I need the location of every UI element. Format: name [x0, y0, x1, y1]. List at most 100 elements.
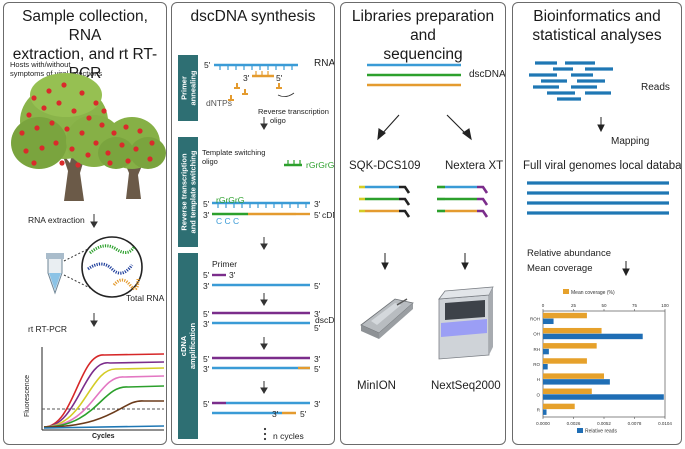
down-arrow-icon [260, 117, 268, 130]
template-switching [212, 160, 310, 216]
pcr-chart [41, 347, 165, 431]
tick-label: 0.0104 [658, 421, 672, 426]
three-prime: 3' [203, 281, 210, 291]
synthesis-diagram [212, 63, 310, 441]
bar-mean-coverage [543, 373, 604, 379]
libraries-diagram [359, 63, 494, 360]
category-label: R [537, 407, 541, 412]
five-prime: 5' [300, 409, 307, 419]
down-arrow-icon [597, 117, 605, 133]
pcr-ylabel: Fluorescence [24, 374, 31, 417]
relative-abundance-label: Relative abundance [527, 248, 611, 259]
cdna-label: cDNA [322, 210, 334, 220]
down-arrow-icon [260, 293, 268, 394]
primer-label: Primer [212, 259, 238, 269]
tick-label: 50 [601, 303, 607, 308]
category-label: RH [534, 347, 541, 352]
panel-libraries: Libraries preparation and sequencing [340, 2, 506, 445]
three-prime: 3' [272, 409, 279, 419]
library-left [359, 185, 411, 218]
database-label: Full viral genomes local database [523, 160, 682, 172]
five-prime: 5' [314, 281, 321, 291]
category-label: H [537, 377, 540, 382]
five-prime: 5' [203, 309, 210, 319]
three-prime: 3' [314, 309, 321, 319]
bioinf-diagram [527, 61, 669, 277]
down-arrow-icon [622, 261, 630, 277]
five-prime: 5' [203, 270, 210, 280]
rna-label: RNA [314, 58, 335, 69]
rgrgrg-inline: rGrGrG [216, 195, 245, 205]
nextseq-device-icon [438, 286, 494, 360]
total-rna-label: Total RNA [126, 293, 165, 303]
five-prime: 5' [314, 323, 321, 333]
title-line: Libraries preparation and [351, 8, 495, 44]
five-prime: 5' [276, 73, 283, 83]
five-prime: 5' [203, 354, 210, 364]
ts-oligo-label: Template switching oligo [202, 148, 265, 166]
n-cycles-label: n cycles [273, 431, 304, 441]
bar-relative-reads [543, 318, 554, 325]
tube-icon [46, 253, 64, 295]
three-prime: 3' [314, 199, 321, 209]
three-prime: 3' [203, 364, 210, 374]
device-right-label: NextSeq2000 [431, 380, 501, 392]
five-prime: 5' [203, 399, 210, 409]
tick-label: 0.0078 [628, 421, 642, 426]
more-dots-icon [263, 427, 267, 441]
ts-oligo-line: Template switching [202, 148, 266, 157]
five-prime: 5' [314, 210, 321, 220]
hosts-line: symptoms of viral infections [10, 69, 103, 78]
bar-mean-coverage [543, 343, 597, 349]
rna-extraction-label: RNA extraction [28, 215, 85, 225]
reads-label: Reads [641, 82, 670, 93]
bar-relative-reads [543, 394, 664, 400]
bar-relative-reads [543, 409, 547, 415]
plot-frame [542, 310, 666, 418]
tick-label: 75 [632, 303, 638, 308]
rt-oligo-line: Reverse transcription [258, 107, 329, 116]
title-line: Bioinformatics and [533, 8, 661, 25]
database-lines [527, 181, 669, 215]
category-label: RO [533, 362, 540, 367]
title-line: Sample collection, RNA [22, 8, 148, 44]
bar-relative-reads [543, 333, 643, 340]
tree-icon [11, 73, 122, 201]
tick-label: 0.0026 [567, 421, 581, 426]
ccc-label: C C C [216, 216, 240, 226]
tick-label: 0 [542, 303, 545, 308]
dscdna-lines [367, 63, 461, 87]
panel-bioinformatics: Bioinformatics and statistical analyses … [512, 2, 682, 445]
legend-label: Relative reads [585, 429, 617, 435]
panel-title: dscDNA synthesis [172, 7, 334, 26]
category-label: ROH [530, 317, 540, 322]
three-prime: 3' [243, 73, 250, 83]
dntps-label: dNTPs [206, 98, 232, 108]
zoom-line [63, 247, 91, 262]
hosts-label: Hosts with/without symptoms of viral inf… [10, 60, 102, 78]
down-arrow-icon [381, 253, 469, 271]
tick-label: 100 [661, 303, 669, 308]
library-right [437, 185, 489, 218]
title-line: sequencing [383, 46, 463, 63]
down-arrow-icon [90, 214, 98, 228]
five-prime: 5' [314, 364, 321, 374]
five-prime: 5' [203, 199, 210, 209]
bar-mean-coverage [543, 312, 587, 319]
tick-label: 0.0052 [597, 421, 611, 426]
bar-mean-coverage [543, 358, 587, 364]
pcr-xlabel: Cycles [92, 433, 115, 440]
tree-icon [98, 117, 166, 199]
bar-mean-coverage [543, 327, 602, 334]
panel-title: Sample collection, RNA extraction, and r… [4, 7, 166, 83]
rt-pcr-label: rt RT-PCR [28, 324, 68, 334]
panel-sample-collection: Sample collection, RNA extraction, and r… [3, 2, 167, 445]
rna-strand [214, 63, 298, 101]
rt-oligo-label: Reverse transcription oligo [258, 107, 329, 125]
panel-title: Libraries preparation and sequencing [341, 7, 505, 64]
split-arrows [377, 114, 472, 141]
fruits [19, 82, 155, 168]
